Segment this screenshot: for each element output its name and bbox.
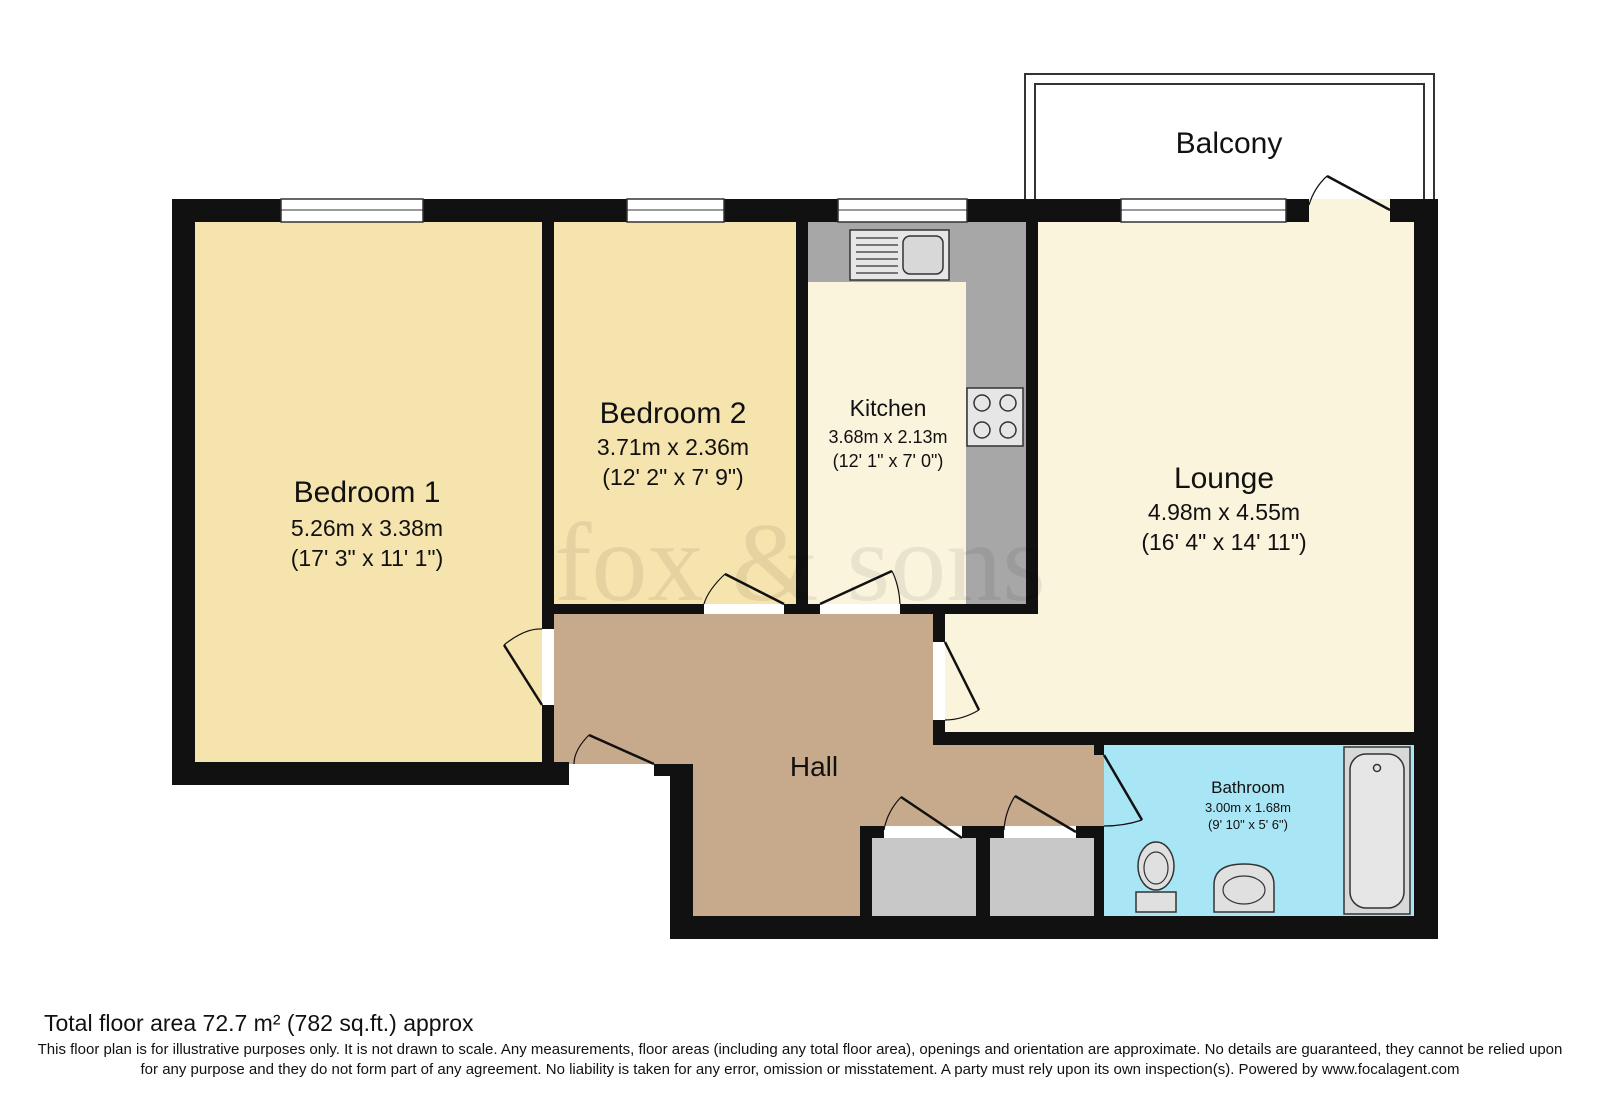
balcony bbox=[1024, 73, 1435, 201]
bedroom1-name: Bedroom 1 bbox=[294, 476, 441, 509]
toilet bbox=[1135, 841, 1177, 913]
doors bbox=[502, 174, 1391, 840]
disclaimer-text: This floor plan is for illustrative purp… bbox=[37, 1041, 1563, 1078]
kitchen-imperial: (12' 1" x 7' 0") bbox=[833, 451, 944, 471]
washbasin bbox=[1213, 863, 1275, 913]
walls bbox=[172, 199, 1438, 939]
watermark: fox & sons bbox=[554, 501, 1046, 625]
label-balcony: Balcony bbox=[1176, 127, 1283, 160]
total-floor-area: Total floor area 72.7 m² (782 sq.ft.) ap… bbox=[44, 1010, 474, 1036]
bedroom2-metric: 3.71m x 2.36m bbox=[597, 434, 749, 460]
lounge-imperial: (16' 4" x 14' 11") bbox=[1141, 529, 1306, 555]
bedroom2-imperial: (12' 2" x 7' 9") bbox=[602, 464, 743, 490]
balcony-name: Balcony bbox=[1176, 127, 1283, 160]
bedroom2-floor bbox=[554, 222, 796, 604]
kitchen-metric: 3.68m x 2.13m bbox=[828, 427, 947, 447]
kitchen-worktops bbox=[808, 222, 1026, 604]
label-kitchen: Kitchen 3.68m x 2.13m (12' 1" x 7' 0") bbox=[828, 395, 947, 471]
label-bedroom2: Bedroom 2 3.71m x 2.36m (12' 2" x 7' 9") bbox=[597, 397, 749, 490]
cupboard-1 bbox=[872, 838, 976, 916]
bedroom1-floor bbox=[195, 222, 542, 762]
bathroom-metric: 3.00m x 1.68m bbox=[1205, 800, 1291, 815]
hall-floor bbox=[554, 614, 1104, 916]
label-hall: Hall bbox=[790, 751, 838, 782]
bedroom1-imperial: (17' 3" x 11' 1") bbox=[291, 545, 444, 571]
windows bbox=[280, 198, 1390, 223]
hob bbox=[966, 387, 1024, 447]
lounge-name: Lounge bbox=[1174, 462, 1274, 495]
lounge-metric: 4.98m x 4.55m bbox=[1148, 499, 1300, 525]
kitchen-name: Kitchen bbox=[850, 395, 927, 421]
bathtub bbox=[1343, 746, 1411, 915]
lounge-floor bbox=[945, 222, 1414, 732]
label-bedroom1: Bedroom 1 5.26m x 3.38m (17' 3" x 11' 1"… bbox=[291, 476, 444, 571]
bedroom2-name: Bedroom 2 bbox=[600, 397, 747, 430]
label-lounge: Lounge 4.98m x 4.55m (16' 4" x 14' 11") bbox=[1141, 462, 1306, 555]
cupboard-2 bbox=[990, 838, 1094, 916]
label-bathroom: Bathroom 3.00m x 1.68m (9' 10" x 5' 6") bbox=[1205, 778, 1291, 832]
bathroom-imperial: (9' 10" x 5' 6") bbox=[1208, 817, 1288, 832]
hall-name: Hall bbox=[790, 751, 838, 782]
floor-plan: fox & sons Balcony Bedroom 1 5.26m x 3.3… bbox=[172, 73, 1438, 939]
balcony-door-opening bbox=[1309, 199, 1390, 222]
bathroom-name: Bathroom bbox=[1211, 778, 1285, 797]
bedroom1-metric: 5.26m x 3.38m bbox=[291, 515, 443, 541]
